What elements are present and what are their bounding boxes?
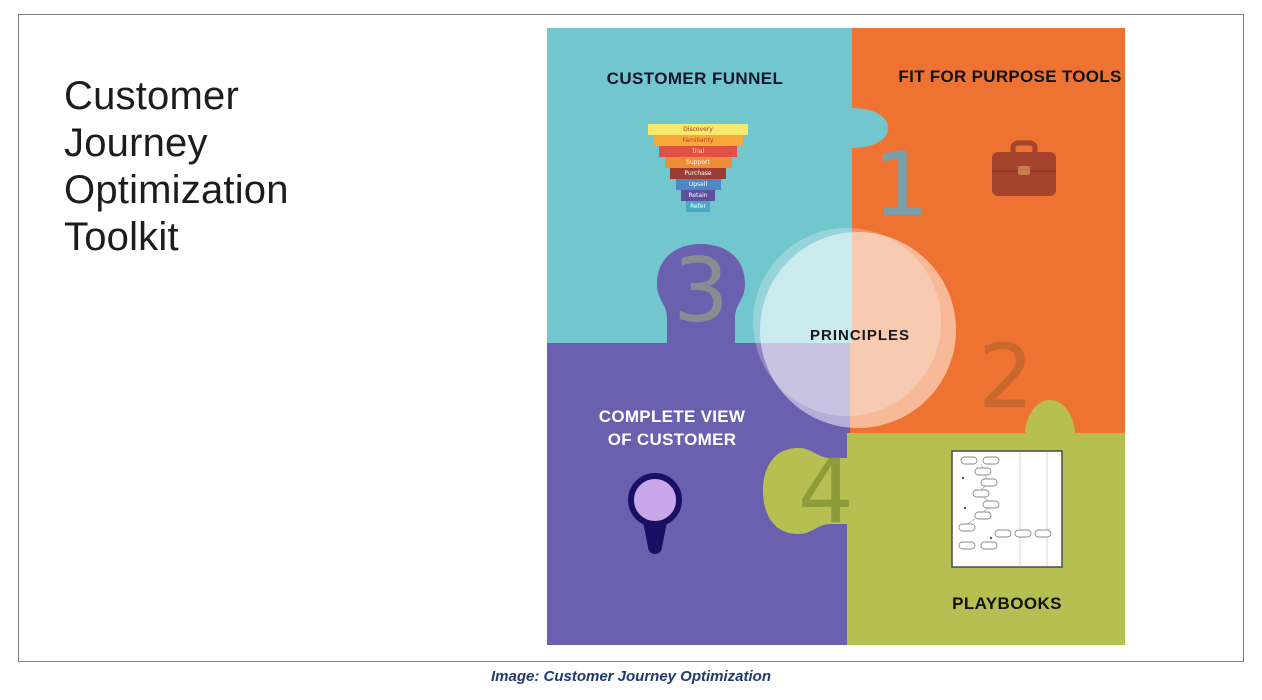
flowchart-links xyxy=(966,463,990,525)
funnel-stage: Retain xyxy=(681,190,715,201)
puzzle-number-1: 1 xyxy=(873,133,929,236)
puzzle-diagram: CUSTOMER FUNNEL Discovery Familiarity Tr… xyxy=(547,28,1125,645)
playbooks-label: PLAYBOOKS xyxy=(952,594,1062,613)
funnel-stage: Upsell xyxy=(675,179,721,190)
funnel-chart-icon: Discovery Familiarity Trial Support Purc… xyxy=(648,124,748,212)
funnel-stage: Trial xyxy=(659,146,737,157)
lightbulb-base xyxy=(643,522,667,554)
puzzle-number-2: 2 xyxy=(978,325,1034,428)
lightbulb-glass xyxy=(628,473,682,527)
principles-circle xyxy=(760,232,956,428)
complete-view-label: COMPLETE VIEW OF CUSTOMER xyxy=(598,407,746,449)
puzzle-tab-olive-left xyxy=(763,448,851,534)
slide-frame: Customer Journey Optimization Toolkit CU… xyxy=(18,14,1244,662)
puzzle-tab-olive-up xyxy=(1025,400,1075,434)
puzzle-tab-teal xyxy=(852,108,888,148)
flowchart-frame xyxy=(951,450,1063,568)
funnel-stage: Support xyxy=(664,157,732,168)
puzzle-number-4: 4 xyxy=(798,440,854,543)
customer-funnel-label: CUSTOMER FUNNEL xyxy=(606,69,784,88)
puzzle-number-3: 3 xyxy=(673,239,729,342)
briefcase-latch xyxy=(1018,166,1030,175)
funnel-stage: Familiarity xyxy=(653,135,743,146)
funnel-stage: Purchase xyxy=(670,168,726,179)
page-title: Customer Journey Optimization Toolkit xyxy=(64,74,289,259)
lightbulb-icon xyxy=(628,473,682,554)
principles-label: PRINCIPLES xyxy=(809,327,911,344)
flowchart-dots xyxy=(961,476,993,540)
image-caption: Image: Customer Journey Optimization xyxy=(490,668,772,685)
funnel-stage: Refer xyxy=(686,201,710,212)
briefcase-icon xyxy=(992,140,1056,196)
flowchart-icon xyxy=(951,450,1063,568)
fit-for-purpose-tools-label: FIT FOR PURPOSE TOOLS xyxy=(898,67,1122,86)
flowchart-nodes xyxy=(958,456,1052,550)
puzzle-tab-purple xyxy=(657,244,745,344)
funnel-stage: Discovery xyxy=(648,124,748,135)
